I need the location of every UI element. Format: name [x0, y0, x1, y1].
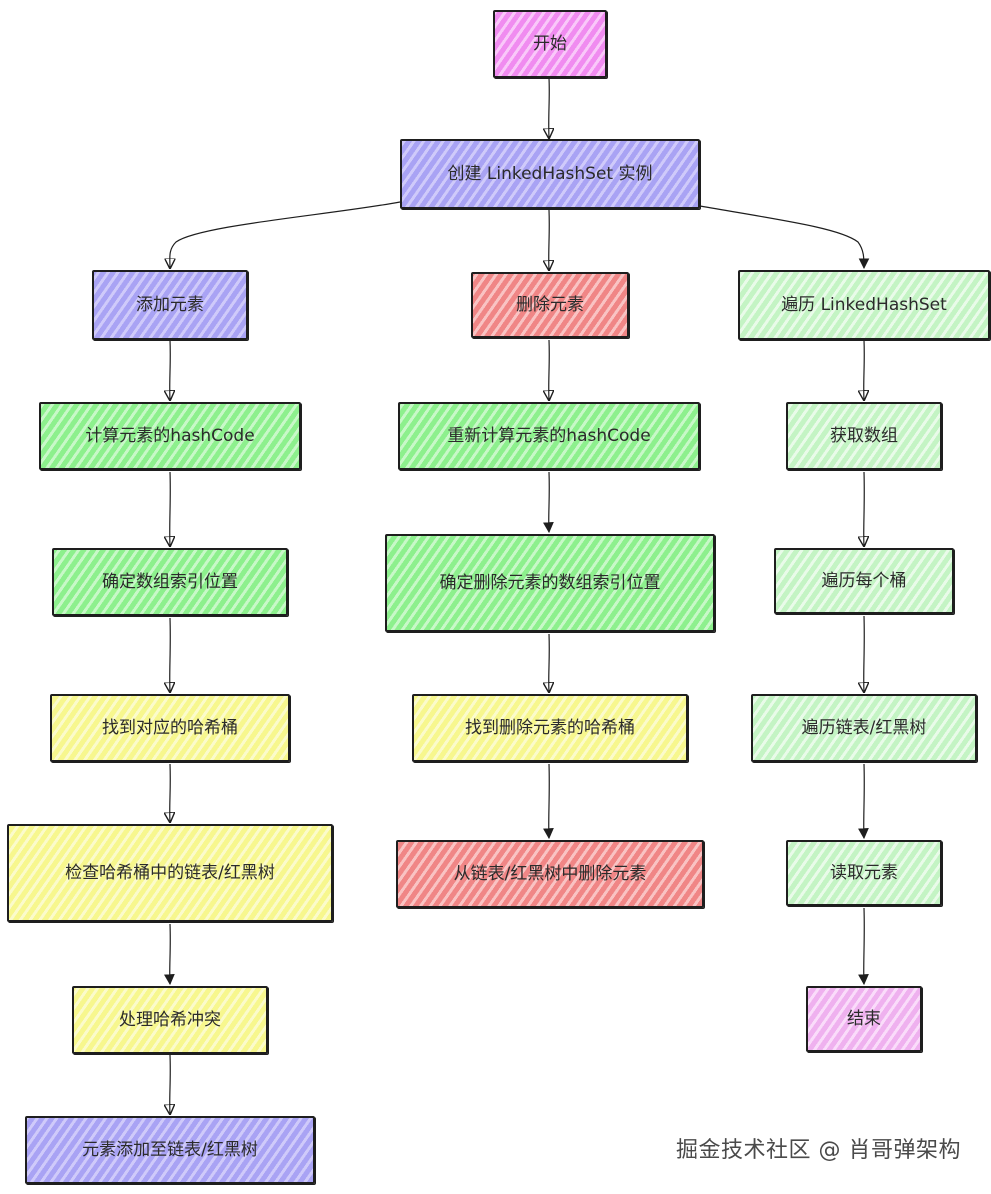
rm-hashcode-node: 重新计算元素的hashCode — [398, 402, 700, 470]
rm-hashcode-label: 重新计算元素的hashCode — [447, 425, 651, 446]
it-buckets-label: 遍历每个桶 — [821, 570, 907, 591]
add-bucket-label: 找到对应的哈希桶 — [102, 717, 238, 738]
arrow-it-end — [858, 907, 869, 986]
it-array-node: 获取数组 — [786, 402, 942, 470]
arrow-create-iterate — [699, 205, 870, 270]
iterate-node: 遍历 LinkedHashSet — [738, 270, 990, 340]
rm-bucket-label: 找到删除元素的哈希桶 — [465, 717, 635, 738]
iterate-label: 遍历 LinkedHashSet — [781, 294, 947, 315]
add-hashcode-label: 计算元素的hashCode — [85, 425, 255, 446]
it-read-label: 读取元素 — [830, 862, 898, 883]
rm-delete-label: 从链表/红黑树中删除元素 — [453, 863, 647, 884]
arrow-create-remove — [549, 209, 550, 270]
remove-element-node: 删除元素 — [471, 272, 629, 338]
add-check-node: 检查哈希桶中的链表/红黑树 — [7, 824, 333, 922]
add-index-label: 确定数组索引位置 — [102, 571, 238, 592]
arrow-add-check — [170, 763, 171, 822]
arrow-start-create — [549, 77, 550, 138]
arrow-it-buckets — [864, 471, 865, 546]
it-array-label: 获取数组 — [830, 425, 898, 446]
arrow-add-insert — [170, 1054, 171, 1114]
remove-element-label: 删除元素 — [516, 294, 584, 315]
arrow-it-list — [864, 615, 865, 692]
end-label: 结束 — [847, 1008, 881, 1029]
add-bucket-node: 找到对应的哈希桶 — [50, 694, 290, 762]
rm-bucket-node: 找到删除元素的哈希桶 — [412, 694, 688, 762]
rm-index-label: 确定删除元素的数组索引位置 — [439, 572, 661, 593]
start-node: 开始 — [493, 10, 607, 78]
add-collision-label: 处理哈希冲突 — [119, 1009, 221, 1030]
add-collision-node: 处理哈希冲突 — [72, 986, 268, 1054]
arrow-add-collision — [164, 923, 175, 986]
arrow-rm-delete — [543, 763, 554, 840]
arrow-rm-index — [543, 471, 554, 534]
add-insert-label: 元素添加至链表/红黑树 — [82, 1139, 258, 1160]
arrow-create-add — [170, 201, 401, 268]
arrow-add-index — [170, 471, 171, 546]
rm-index-node: 确定删除元素的数组索引位置 — [385, 534, 715, 632]
arrow-rm-bucket — [549, 633, 550, 692]
create-instance-node: 创建 LinkedHashSet 实例 — [400, 139, 700, 209]
add-element-label: 添加元素 — [136, 294, 204, 315]
it-list-node: 遍历链表/红黑树 — [751, 694, 977, 762]
arrow-it-array — [864, 339, 865, 400]
it-list-label: 遍历链表/红黑树 — [801, 717, 927, 738]
watermark: 掘金技术社区 @ 肖哥弹架构 — [676, 1138, 961, 1163]
arrow-rm-hash — [549, 339, 550, 400]
end-node: 结束 — [806, 986, 922, 1052]
add-insert-node: 元素添加至链表/红黑树 — [25, 1116, 315, 1184]
it-buckets-node: 遍历每个桶 — [774, 548, 954, 614]
arrow-add-hash — [170, 339, 171, 400]
arrow-add-bucket — [170, 617, 171, 692]
add-element-node: 添加元素 — [92, 270, 248, 340]
rm-delete-node: 从链表/红黑树中删除元素 — [396, 840, 704, 908]
arrow-it-read — [858, 763, 869, 840]
add-index-node: 确定数组索引位置 — [52, 548, 288, 616]
add-check-label: 检查哈希桶中的链表/红黑树 — [65, 862, 275, 883]
start-label: 开始 — [533, 33, 567, 54]
it-read-node: 读取元素 — [786, 840, 942, 906]
create-instance-label: 创建 LinkedHashSet 实例 — [447, 163, 653, 184]
add-hashcode-node: 计算元素的hashCode — [39, 402, 301, 470]
